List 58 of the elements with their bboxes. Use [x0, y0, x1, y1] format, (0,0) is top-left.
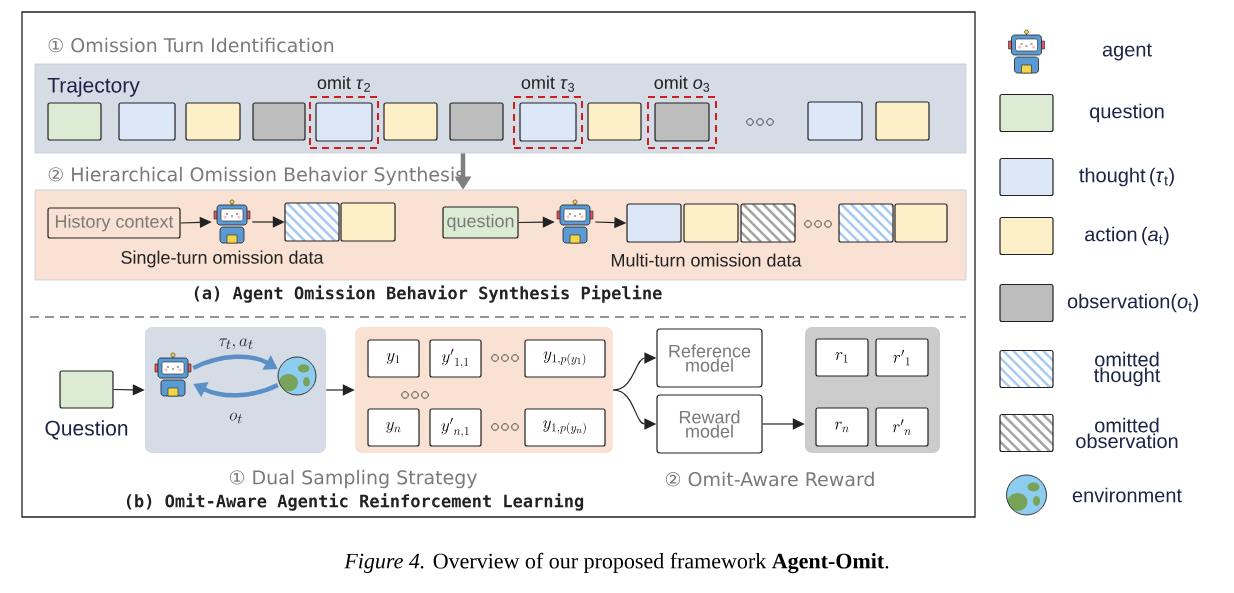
band-title: Trajectory — [47, 77, 140, 97]
legend-label: observation(o$_{t}$) — [1067, 293, 1198, 313]
hatched-box — [284, 202, 340, 242]
math-box: $r_n$ — [815, 407, 869, 447]
globe-icon — [277, 356, 317, 396]
math-box: $y_{1,p(y_1)}$ — [524, 339, 606, 378]
subsection-heading: ① Dual Sampling Strategy — [229, 469, 477, 489]
math-box: ${r'}_n$ — [875, 407, 929, 447]
subsection-heading: ② Omit-Aware Reward — [665, 471, 874, 487]
input-box: question — [442, 206, 519, 239]
turn-box — [449, 102, 504, 141]
group-caption: Multi-turn omission data — [611, 253, 802, 267]
turn-box — [185, 102, 241, 141]
turn-box — [315, 102, 373, 142]
turn-box — [519, 102, 577, 142]
turn-box — [807, 101, 863, 141]
section-caption: (a) Agent Omission Behavior Synthesis Pipeline — [194, 285, 662, 303]
model-box: Reference model — [656, 328, 763, 388]
legend-label: action (a$_{t}$) — [1085, 226, 1169, 246]
robot-icon — [213, 199, 251, 244]
math-box: $y_1$ — [367, 339, 420, 378]
turn-box — [340, 202, 396, 242]
turn-box — [383, 102, 438, 141]
turn-box — [875, 101, 930, 141]
legend-label: environment — [1072, 487, 1182, 503]
hatched-box — [740, 203, 796, 243]
section-heading: ① Omission Turn Identification — [48, 37, 334, 53]
legend-label: thought (τ$_{t}$) — [1079, 167, 1174, 187]
turn-box — [683, 203, 739, 243]
math-box: $y_n$ — [367, 408, 420, 447]
hatched-box — [838, 203, 894, 243]
robot-icon — [556, 199, 594, 244]
turn-box — [118, 102, 176, 141]
omit-label: omit τ$_{3}$ — [521, 75, 575, 92]
math-box: ${r'}_1$ — [875, 338, 929, 377]
robot-icon — [154, 352, 192, 397]
math-box: ${y'}_{n,1}$ — [429, 408, 482, 447]
math-box: $r_1$ — [815, 338, 869, 377]
box-caption: Question — [45, 420, 128, 440]
math-box: $y_{1,p(y_n)}$ — [524, 408, 606, 447]
group-caption: Single-turn omission data — [121, 250, 324, 268]
input-box: History context — [47, 207, 181, 239]
turn-box — [626, 203, 682, 243]
omit-label: omit o$_{3}$ — [654, 75, 710, 92]
model-box: Reward model — [656, 394, 763, 454]
math-box: ${y'}_{1,1}$ — [429, 339, 482, 378]
turn-box — [894, 203, 948, 243]
turn-box — [654, 102, 710, 142]
figure-caption: Figure 4. Overview of our proposed framework Agent-Omit. — [344, 552, 889, 574]
legend-label: omitted observation — [1076, 417, 1178, 449]
section-caption: (b) Omit-Aware Agentic Reinforcement Learning — [126, 493, 584, 511]
turn-box — [587, 102, 642, 141]
turn-box — [252, 102, 306, 141]
legend-label: question — [1090, 103, 1164, 123]
legend-label: omitted thought — [1093, 351, 1161, 387]
legend-label: agent — [1102, 43, 1152, 61]
omit-label: omit τ$_{2}$ — [317, 75, 370, 92]
turn-box — [47, 102, 102, 141]
